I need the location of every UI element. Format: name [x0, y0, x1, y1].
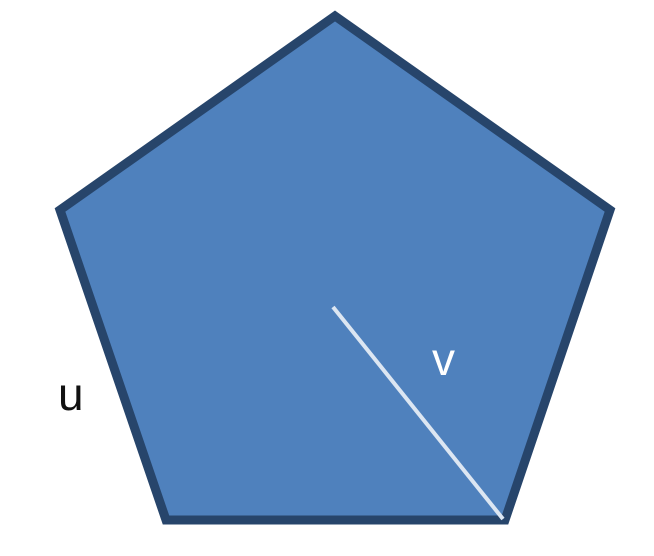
- radius-line: [331, 305, 505, 521]
- side-label-u: u: [58, 368, 84, 420]
- pentagon-shape: [54, 10, 616, 525]
- radius-label-v: v: [432, 333, 455, 385]
